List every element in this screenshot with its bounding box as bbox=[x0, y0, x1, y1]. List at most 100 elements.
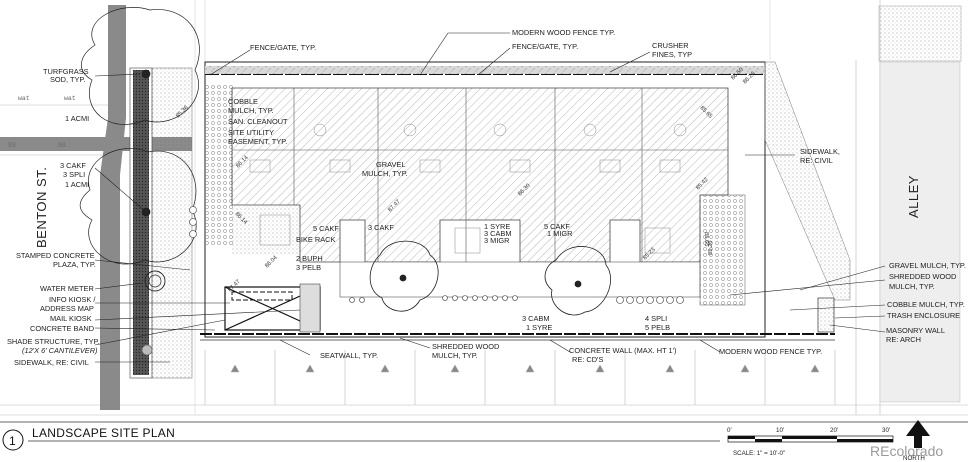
south-planting-zone bbox=[339, 261, 701, 298]
callout-cobble-mulch: MULCH, TYP. bbox=[228, 106, 274, 115]
callout-re-arch: RE: ARCH bbox=[886, 335, 921, 344]
south-parking bbox=[204, 350, 836, 405]
bottom-callouts: SEATWALL, TYP. SHREDDED WOOD MULCH, TYP.… bbox=[320, 342, 822, 364]
callout-cakf: 3 CAKF bbox=[60, 161, 86, 170]
callout-seatwall: SEATWALL, TYP. bbox=[320, 351, 378, 360]
callout-5-cakf-west: 5 CAKF bbox=[313, 224, 339, 233]
street-pavement-band bbox=[100, 5, 126, 410]
callout-re-cds: RE: CD'S bbox=[572, 355, 603, 364]
benton-street bbox=[0, 5, 193, 410]
alley-paving-patch bbox=[878, 5, 962, 62]
alley-pavement bbox=[879, 61, 961, 403]
interior-callouts: COBBLE MULCH, TYP. SAN. CLEANOUT SITE UT… bbox=[228, 97, 670, 332]
right-callouts: SIDEWALK, RE: CIVIL GRAVEL MULCH, TYP. S… bbox=[800, 147, 966, 344]
site bbox=[189, 61, 835, 341]
scale-tick-0: 0' bbox=[727, 427, 732, 434]
street-label-benton: BENTON ST. bbox=[34, 167, 49, 248]
callout-easement: EASEMENT, TYP. bbox=[228, 137, 287, 146]
callout-bike-rack: BIKE RACK bbox=[296, 235, 335, 244]
callout-modern-wood-fence: MODERN WOOD FENCE TYP. bbox=[512, 28, 615, 37]
callout-cabm-1: 3 CABM bbox=[484, 229, 512, 238]
scale-tick-20: 20' bbox=[830, 427, 838, 434]
spot-elevation: 85.65 bbox=[703, 232, 709, 247]
drawing-title: LANDSCAPE SITE PLAN bbox=[32, 426, 175, 440]
callout-sidewalk: SIDEWALK, bbox=[800, 147, 840, 156]
callout-migr-2: 1 MIGR bbox=[547, 229, 572, 238]
callout-sidewalk-civil: SIDEWALK, RE: CIVIL bbox=[14, 358, 89, 367]
callout-cabm-2: 3 CABM bbox=[522, 314, 550, 323]
shrubs bbox=[189, 206, 684, 304]
north-label: NORTH bbox=[903, 455, 925, 462]
west-plaza bbox=[232, 205, 300, 255]
street-label-alley: ALLEY bbox=[906, 175, 921, 218]
callout-syre-2: 1 SYRE bbox=[526, 323, 552, 332]
tree-grate-inner bbox=[148, 274, 162, 288]
util-wat-mid: wat bbox=[64, 95, 76, 102]
callout-re-civil: RE: CIVIL bbox=[800, 156, 833, 165]
tree-grate-ring bbox=[144, 270, 166, 292]
top-callouts: FENCE/GATE, TYP. MODERN WOOD FENCE TYP. … bbox=[250, 28, 692, 59]
title-block: 1 LANDSCAPE SITE PLAN 0' 10' 20' 30' SCA… bbox=[0, 420, 968, 462]
callout-cobble-mulch-right: COBBLE MULCH, TYP. bbox=[887, 300, 965, 309]
drawing-number: 1 bbox=[9, 434, 16, 448]
util-wat-left: wat bbox=[18, 95, 30, 102]
interior-fixtures bbox=[249, 123, 687, 254]
callout-3-cakf: 3 CAKF bbox=[368, 223, 394, 232]
callout-5-cakf-east: 5 CAKF bbox=[544, 222, 570, 231]
callout-gravel-mulch: MULCH, TYP. bbox=[362, 169, 408, 178]
tree-trunk-3 bbox=[141, 344, 153, 356]
tree-canopy-2 bbox=[79, 148, 197, 265]
street-trees bbox=[79, 7, 200, 356]
unit-walls bbox=[232, 88, 728, 262]
courtyard-trees bbox=[369, 240, 611, 316]
callout-buph: 2 BUPH bbox=[296, 254, 323, 263]
callout-sod: SOD, TYP. bbox=[50, 75, 85, 84]
north-arrow-icon: NORTH bbox=[903, 420, 930, 462]
east-sidewalk bbox=[764, 61, 851, 301]
tree-canopy-1 bbox=[81, 7, 200, 125]
callout-acmi-2: 1 ACMI bbox=[65, 180, 89, 189]
left-callouts: TURFGRASS SOD, TYP. 1 ACMI 3 CAKF 3 SPLI… bbox=[7, 67, 100, 367]
scale-tick-30: 30' bbox=[882, 427, 890, 434]
callout-fence-gate-2: FENCE/GATE, TYP. bbox=[512, 42, 578, 51]
courtyard-tree-2 bbox=[544, 246, 611, 316]
spot-elevation: 85.20 bbox=[708, 240, 714, 255]
west-cobble-strip bbox=[206, 85, 234, 245]
util-ss-left: SS bbox=[8, 142, 16, 149]
tree-trunk-1 bbox=[141, 69, 151, 79]
callout-spli-2: 4 SPLI bbox=[645, 314, 667, 323]
mail-kiosk bbox=[299, 283, 321, 333]
callout-gravel: GRAVEL bbox=[376, 160, 405, 169]
callout-pelb-1: 3 PELB bbox=[296, 263, 321, 272]
callout-shredded-wood-right: SHREDDED WOOD bbox=[889, 272, 956, 281]
callout-pelb-2: 5 PELB bbox=[645, 323, 670, 332]
scale-text: SCALE: 1" = 10'-0" bbox=[733, 450, 785, 457]
west-sidewalk bbox=[151, 67, 193, 379]
callout-water-meter: WATER METER bbox=[40, 284, 94, 293]
callout-mail-kiosk: MAIL KIOSK bbox=[50, 314, 92, 323]
callout-shredded-wood-bottom: SHREDDED WOOD bbox=[432, 342, 499, 351]
callout-gravel-mulch-right: GRAVEL MULCH, TYP. bbox=[889, 261, 966, 270]
callout-fines: FINES, TYP bbox=[652, 50, 692, 59]
callout-info-kiosk: INFO KIOSK / bbox=[49, 295, 96, 304]
callout-acmi-1: 1 ACMI bbox=[65, 114, 89, 123]
callout-concrete-wall: CONCRETE WALL (MAX. HT 1') bbox=[569, 346, 677, 355]
callout-san-cleanout: SAN. CLEANOUT bbox=[228, 117, 288, 126]
callout-site-utility: SITE UTILITY bbox=[228, 128, 274, 137]
callout-syre-1: 1 SYRE bbox=[484, 222, 510, 231]
callout-address-map: ADDRESS MAP bbox=[40, 304, 94, 313]
callout-masonry-wall: MASONRY WALL bbox=[886, 326, 945, 335]
background-linework bbox=[0, 0, 968, 416]
callout-migr-1: 3 MIGR bbox=[484, 236, 509, 245]
callout-turfgrass: TURFGRASS bbox=[43, 67, 89, 76]
callout-cobble: COBBLE bbox=[228, 97, 258, 106]
callout-spli: 3 SPLI bbox=[63, 170, 85, 179]
callout-fence-gate-1: FENCE/GATE, TYP. bbox=[250, 43, 316, 52]
trash-enclosure bbox=[817, 297, 835, 333]
watermark: REcolorado bbox=[870, 443, 943, 459]
callout-plaza: PLAZA, TYP. bbox=[53, 260, 96, 269]
callout-mulch-bottom: MULCH, TYP. bbox=[432, 351, 478, 360]
callout-cantilever: (12'X 6' CANTILEVER) bbox=[22, 346, 98, 355]
util-ss-mid: SS bbox=[58, 142, 66, 149]
